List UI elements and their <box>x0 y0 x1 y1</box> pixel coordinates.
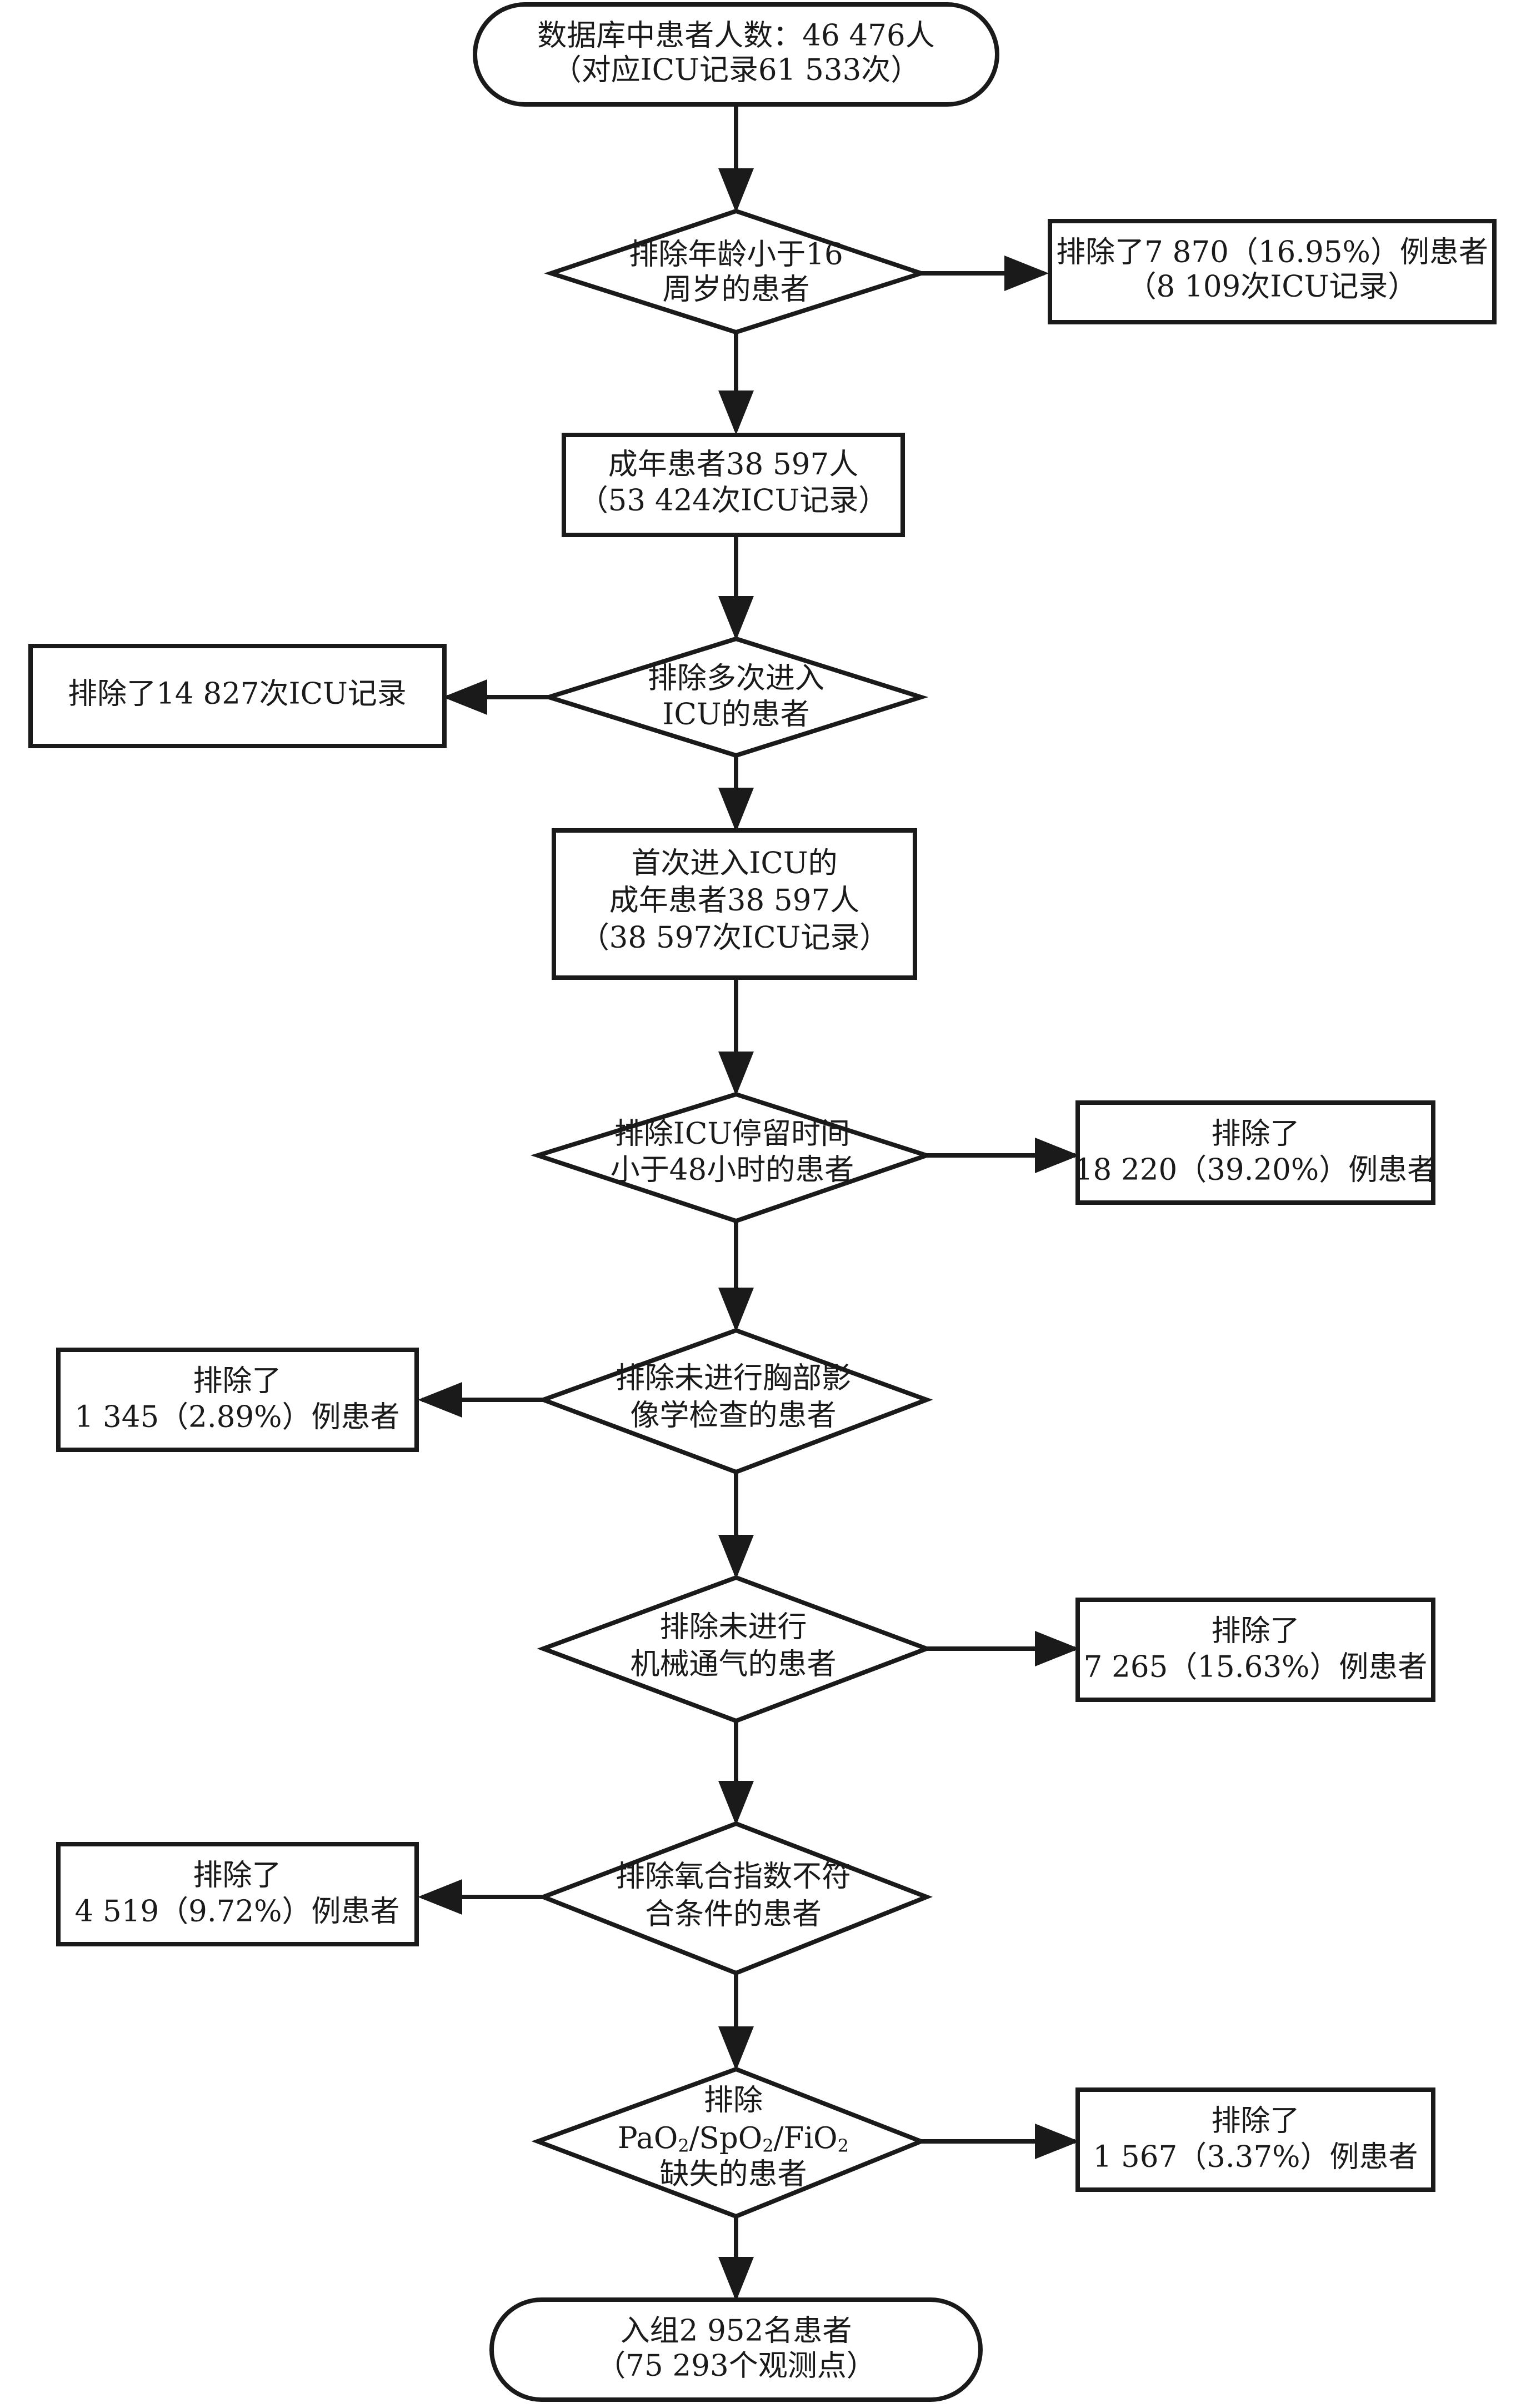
age-criterion-line-2: 周岁的患者 <box>663 273 810 307</box>
stay-criterion-line-2: 小于48小时的患者 <box>611 1153 854 1187</box>
readmission-exclusion-box <box>28 644 447 748</box>
fio2-subscript: 2 <box>838 2135 849 2156</box>
pao2-subscript: 2 <box>678 2135 689 2156</box>
first-icu-line-3: （38 597次ICU记录） <box>580 921 889 955</box>
end-node: 入组2 952名患者 （75 293个观测点） <box>489 2297 983 2402</box>
ventilation-exclusion-node: 排除了 7 265（15.63%）例患者 <box>1075 1598 1435 1702</box>
pao2-symbol: PaO <box>618 2121 678 2155</box>
stay-exclusion-box <box>1075 1100 1435 1205</box>
oxygenation-criterion-node: 排除氧合指数不符 合条件的患者 <box>537 1821 933 1976</box>
first-icu-line-1: 首次进入ICU的 <box>631 847 837 880</box>
stay-exclusion-line-2: 18 220（39.20%）例患者 <box>1074 1153 1437 1187</box>
readmission-exclusion-line-1: 排除了14 827次ICU记录 <box>68 677 407 711</box>
end-line-1: 入组2 952名患者 <box>621 2314 852 2348</box>
imaging-exclusion-line-1: 排除了 <box>193 1364 282 1398</box>
ventilation-criterion-node: 排除未进行 机械通气的患者 <box>537 1575 933 1724</box>
stay-exclusion-node: 排除了 18 220（39.20%）例患者 <box>1074 1100 1437 1205</box>
imaging-criterion-node: 排除未进行胸部影 像学检查的患者 <box>537 1328 933 1475</box>
missing-criterion-line-1: 排除 <box>704 2084 763 2117</box>
oxygenation-exclusion-line-2: 4 519（9.72%）例患者 <box>74 1895 399 1929</box>
spo2-symbol: /SpO <box>689 2121 763 2155</box>
ventilation-criterion-line-2: 机械通气的患者 <box>631 1648 837 1681</box>
oxygenation-criterion-line-2: 合条件的患者 <box>645 1898 822 1931</box>
end-terminator <box>489 2297 983 2402</box>
oxygenation-criterion-line-1: 排除氧合指数不符 <box>616 1860 851 1894</box>
stay-criterion-line-1: 排除ICU停留时间 <box>614 1117 850 1151</box>
ventilation-exclusion-line-2: 7 265（15.63%）例患者 <box>1084 1650 1428 1684</box>
readmission-criterion-diamond <box>541 636 929 758</box>
adults-box <box>562 433 905 537</box>
spo2-subscript: 2 <box>762 2135 773 2156</box>
start-terminator <box>473 2 999 107</box>
age-exclusion-box <box>1048 219 1497 324</box>
start-node: 数据库中患者人数：46 476人 （对应ICU记录61 533次） <box>473 2 999 107</box>
ventilation-exclusion-box <box>1075 1598 1435 1702</box>
start-line-2: （对应ICU记录61 533次） <box>552 53 920 87</box>
connectors <box>418 104 1079 2301</box>
first-icu-line-2: 成年患者38 597人 <box>609 884 859 918</box>
ventilation-exclusion-line-1: 排除了 <box>1212 1614 1300 1648</box>
imaging-criterion-line-1: 排除未进行胸部影 <box>616 1361 851 1395</box>
oxygenation-exclusion-node: 排除了 4 519（9.72%）例患者 <box>56 1842 419 1946</box>
imaging-criterion-line-2: 像学检查的患者 <box>631 1399 837 1433</box>
missing-criterion-line-3: 缺失的患者 <box>660 2157 807 2191</box>
age-exclusion-node: 排除了7 870（16.95%）例患者 （8 109次ICU记录） <box>1048 219 1497 324</box>
missing-exclusion-line-2: 1 567（3.37%）例患者 <box>1093 2140 1418 2174</box>
missing-exclusion-line-1: 排除了 <box>1212 2104 1300 2138</box>
missing-exclusion-node: 排除了 1 567（3.37%）例患者 <box>1075 2087 1435 2192</box>
missing-criterion-node: 排除 PaO2/SpO2/FiO2 缺失的患者 <box>531 2066 927 2219</box>
readmission-criterion-line-2: ICU的患者 <box>662 698 809 732</box>
stay-criterion-node: 排除ICU停留时间 小于48小时的患者 <box>530 1092 934 1224</box>
oxygenation-criterion-diamond <box>537 1821 933 1976</box>
start-line-1: 数据库中患者人数：46 476人 <box>537 19 934 53</box>
missing-exclusion-box <box>1075 2087 1435 2192</box>
first-icu-box <box>552 828 917 980</box>
age-criterion-node: 排除年龄小于16 周岁的患者 <box>544 208 928 335</box>
readmission-criterion-node: 排除多次进入 ICU的患者 <box>541 636 929 758</box>
age-criterion-diamond <box>544 208 928 335</box>
first-icu-node: 首次进入ICU的 成年患者38 597人 （38 597次ICU记录） <box>552 828 917 980</box>
imaging-exclusion-node: 排除了 1 345（2.89%）例患者 <box>56 1348 419 1452</box>
imaging-exclusion-line-2: 1 345（2.89%）例患者 <box>74 1400 399 1434</box>
ventilation-criterion-diamond <box>537 1575 933 1724</box>
imaging-exclusion-box <box>56 1348 419 1452</box>
adults-node: 成年患者38 597人 （53 424次ICU记录） <box>562 433 905 537</box>
age-exclusion-line-2: （8 109次ICU记录） <box>1127 270 1418 304</box>
missing-criterion-diamond <box>531 2066 927 2219</box>
readmission-criterion-line-1: 排除多次进入 <box>648 662 824 695</box>
oxygenation-exclusion-line-1: 排除了 <box>193 1859 282 1893</box>
missing-criterion-line-2: PaO2/SpO2/FiO2 <box>618 2121 849 2156</box>
ventilation-criterion-line-1: 排除未进行 <box>660 1610 807 1644</box>
stay-criterion-diamond <box>530 1092 934 1224</box>
fio2-symbol: /FiO <box>774 2121 838 2155</box>
adults-line-2: （53 424次ICU记录） <box>579 484 888 518</box>
oxygenation-exclusion-box <box>56 1842 419 1946</box>
stay-exclusion-line-1: 排除了 <box>1212 1117 1300 1151</box>
age-criterion-line-1: 排除年龄小于16 <box>629 238 843 272</box>
end-line-2: （75 293个观测点） <box>596 2349 875 2383</box>
adults-line-1: 成年患者38 597人 <box>608 448 858 482</box>
readmission-exclusion-node: 排除了14 827次ICU记录 <box>28 644 447 748</box>
age-exclusion-line-1: 排除了7 870（16.95%）例患者 <box>1056 236 1488 269</box>
imaging-criterion-diamond <box>537 1328 933 1475</box>
